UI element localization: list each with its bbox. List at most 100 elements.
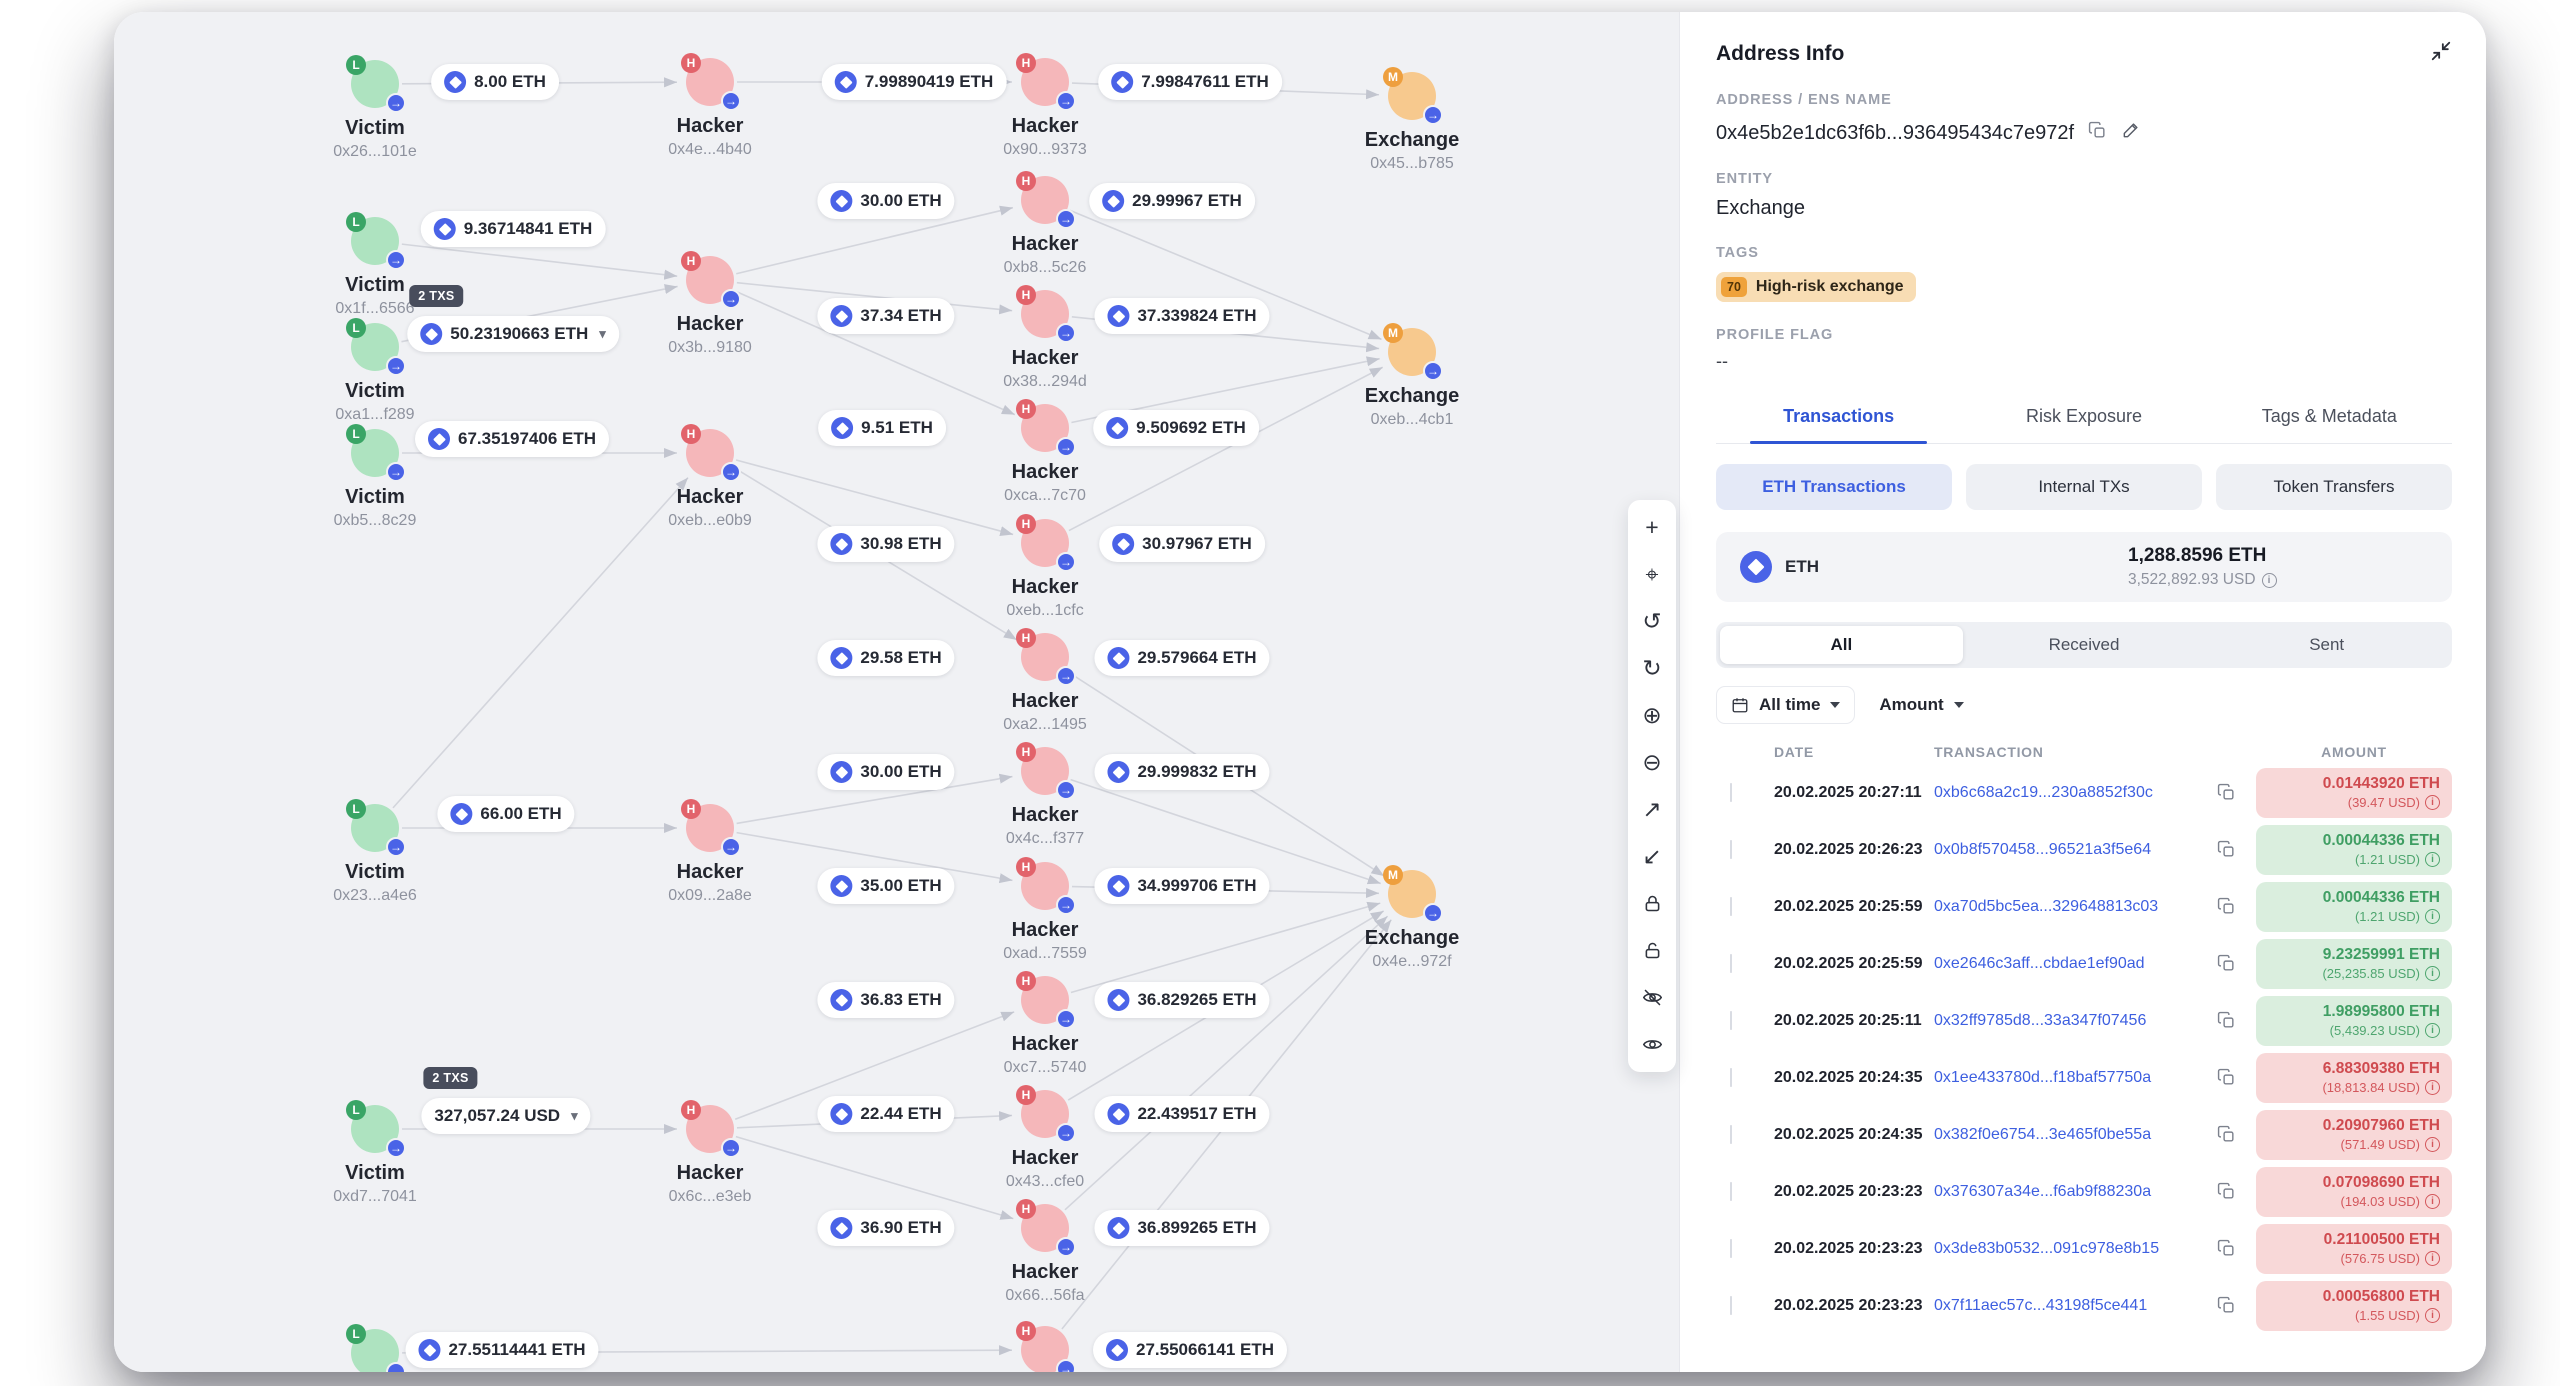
filter-received[interactable]: Received — [2048, 635, 2120, 654]
copy-tx-icon[interactable] — [2217, 1182, 2236, 1201]
expand-transactions-icon[interactable]: → — [1056, 209, 1076, 229]
edge-amount-label[interactable]: 8.00 ETH — [431, 64, 559, 100]
edge-amount-label[interactable]: 30.97967 ETH — [1099, 526, 1265, 562]
edge-amount-label[interactable]: 36.83 ETH — [817, 982, 955, 1018]
tx-hash-link[interactable]: 0x382f0e6754...3e465f0be55a — [1934, 1125, 2152, 1143]
edge-amount-label[interactable]: 7.99847611 ETH — [1098, 64, 1282, 100]
expand-transactions-icon[interactable]: → — [1056, 323, 1076, 343]
expand-transactions-icon[interactable]: → — [1056, 437, 1076, 457]
row-checkbox[interactable] — [1730, 1010, 1732, 1030]
edge-amount-label[interactable]: 30.98 ETH — [817, 526, 955, 562]
add-node-icon[interactable]: + — [1645, 514, 1659, 540]
edge-amount-label[interactable]: 35.00 ETH — [817, 868, 955, 904]
expand-transactions-icon[interactable]: → — [721, 462, 741, 482]
tx-hash-link[interactable]: 0xe2646c3aff...cbdae1ef90ad — [1934, 954, 2145, 972]
edge-amount-label[interactable]: 37.339824 ETH — [1094, 298, 1270, 334]
row-checkbox[interactable] — [1730, 839, 1732, 859]
row-checkbox[interactable] — [1730, 1295, 1732, 1315]
edge-amount-label[interactable]: 29.58 ETH — [817, 640, 955, 676]
copy-tx-icon[interactable] — [2217, 1011, 2236, 1030]
row-checkbox[interactable] — [1730, 1238, 1732, 1258]
tx-amount-badge[interactable]: 0.21100500 ETH(576.75 USD)i — [2256, 1223, 2452, 1274]
tx-amount-badge[interactable]: 0.07098690 ETH(194.03 USD)i — [2256, 1166, 2452, 1217]
tx-amount-badge[interactable]: 9.23259991 ETH(25,235.85 USD)i — [2256, 938, 2452, 989]
edge-amount-label[interactable]: 30.00 ETH — [817, 183, 955, 219]
subtab-token-transfers[interactable]: Token Transfers — [2216, 464, 2452, 510]
copy-address-icon[interactable] — [2088, 121, 2107, 146]
edge-amount-label[interactable]: 34.999706 ETH — [1094, 868, 1270, 904]
expand-transactions-icon[interactable]: → — [386, 1138, 406, 1158]
edge-amount-label[interactable]: 29.999832 ETH — [1094, 754, 1270, 790]
zoom-in-icon[interactable]: ⊕ — [1642, 702, 1662, 728]
expand-outgoing-icon[interactable]: ↗ — [1642, 796, 1662, 822]
tx-hash-link[interactable]: 0x1ee433780d...f18baf57750a — [1934, 1068, 2152, 1086]
copy-tx-icon[interactable] — [2217, 840, 2236, 859]
tx-hash-link[interactable]: 0x32ff9785d8...33a347f07456 — [1934, 1011, 2147, 1029]
center-view-icon[interactable]: ⌖ — [1645, 561, 1659, 587]
copy-tx-icon[interactable] — [2217, 1239, 2236, 1258]
copy-tx-icon[interactable] — [2217, 1125, 2236, 1144]
tx-hash-link[interactable]: 0x0b8f570458...96521a3f5e64 — [1934, 840, 2152, 858]
tab-transactions[interactable]: Transactions — [1716, 392, 1961, 444]
tx-hash-link[interactable]: 0x7f11aec57c...43198f5ce441 — [1934, 1296, 2148, 1314]
expand-transactions-icon[interactable]: → — [386, 1362, 406, 1372]
edge-amount-label[interactable]: 27.55114441 ETH — [405, 1332, 599, 1368]
tx-hash-link[interactable]: 0xb6c68a2c19...230a8852f30c — [1934, 783, 2153, 801]
filter-all[interactable]: All — [1720, 626, 1963, 664]
row-checkbox[interactable] — [1730, 782, 1732, 802]
expand-transactions-icon[interactable]: → — [386, 837, 406, 857]
edge-amount-label[interactable]: 9.509692 ETH — [1093, 410, 1259, 446]
tab-tags-metadata[interactable]: Tags & Metadata — [2261, 406, 2397, 426]
row-checkbox[interactable] — [1730, 1124, 1732, 1144]
tx-hash-link[interactable]: 0xa70d5bc5ea...329648813c03 — [1934, 897, 2159, 915]
graph-node-hacker[interactable]: H→ — [950, 1321, 1140, 1372]
expand-transactions-icon[interactable]: → — [721, 91, 741, 111]
expand-incoming-icon[interactable]: ↙ — [1642, 843, 1662, 869]
tx-amount-badge[interactable]: 0.00044336 ETH(1.21 USD)i — [2256, 824, 2452, 875]
filter-sent[interactable]: Sent — [2309, 635, 2345, 654]
expand-transactions-icon[interactable]: → — [386, 250, 406, 270]
edge-amount-label[interactable]: 29.579664 ETH — [1094, 640, 1270, 676]
row-checkbox[interactable] — [1730, 953, 1732, 973]
edge-amount-label[interactable]: 36.829265 ETH — [1094, 982, 1270, 1018]
expand-transactions-icon[interactable]: → — [1056, 1237, 1076, 1257]
balance-info-icon[interactable]: i — [2261, 572, 2277, 588]
subtab-eth-transactions[interactable]: ETH Transactions — [1716, 464, 1952, 510]
redo-icon[interactable]: ↻ — [1642, 655, 1662, 681]
tx-amount-badge[interactable]: 0.20907960 ETH(571.49 USD)i — [2256, 1109, 2452, 1160]
eye-icon[interactable] — [1628, 1021, 1676, 1068]
lock-icon[interactable] — [1628, 880, 1676, 927]
collapse-panel-icon[interactable] — [2430, 40, 2452, 67]
edge-amount-label[interactable]: 22.44 ETH — [817, 1096, 955, 1132]
edge-amount-label[interactable]: 66.00 ETH — [437, 796, 575, 832]
tx-amount-badge[interactable]: 6.88309380 ETH(18,813.84 USD)i — [2256, 1052, 2452, 1103]
expand-transactions-icon[interactable]: → — [386, 93, 406, 113]
expand-transactions-icon[interactable]: → — [1056, 1123, 1076, 1143]
edge-amount-label[interactable]: 36.90 ETH — [817, 1210, 955, 1246]
tx-amount-badge[interactable]: 1.98995800 ETH(5,439.23 USD)i — [2256, 995, 2452, 1046]
expand-transactions-icon[interactable]: → — [721, 1138, 741, 1158]
edge-amount-label[interactable]: 7.99890419 ETH — [821, 64, 1007, 100]
time-range-dropdown[interactable]: All time — [1716, 686, 1856, 724]
edge-amount-label[interactable]: 37.34 ETH — [817, 298, 955, 334]
expand-transactions-icon[interactable]: → — [1056, 91, 1076, 111]
copy-tx-icon[interactable] — [2217, 954, 2236, 973]
